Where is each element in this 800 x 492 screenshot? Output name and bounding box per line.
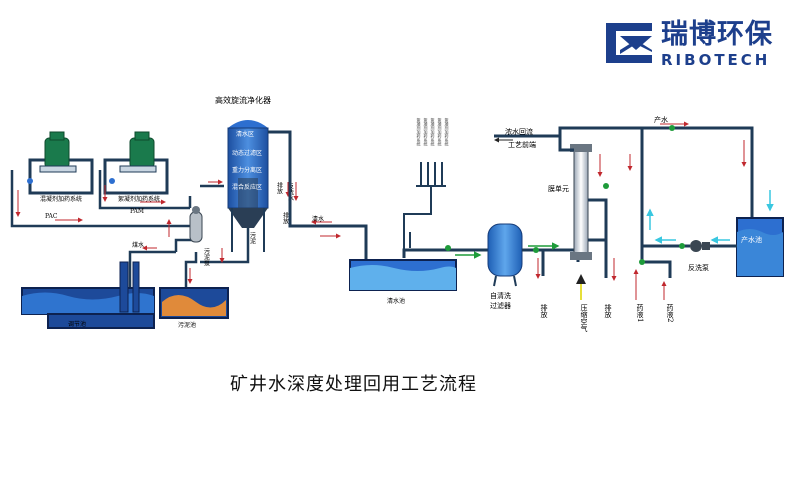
vertical-dosing-pipes	[403, 162, 446, 258]
process-front-label: 工艺前端	[508, 140, 536, 149]
clarifier-outlet-pipe	[268, 130, 368, 260]
svg-text:絮凝剂加药系统: 絮凝剂加药系统	[417, 117, 422, 147]
sludge-tank-label: 污泥池	[178, 321, 196, 329]
vertical-dosing-labels: 絮凝剂加药系统 絮凝剂加药系统 絮凝剂加药系统 絮凝剂加药系统 絮凝剂加药系统	[417, 117, 450, 147]
product-water-pipe	[642, 126, 754, 218]
discharge-label-small: 排放	[276, 181, 283, 195]
gravity-zone-label: 重力分离区	[232, 166, 262, 174]
membrane-discharge-pipe	[588, 198, 608, 278]
backwash-pipe	[640, 150, 737, 278]
mixing-zone-label: 混合反应区	[232, 183, 262, 191]
high-efficiency-clarifier: 清水区 动态过滤区 重力分离区 混合反应区	[227, 120, 269, 252]
equalization-tank: 调节池	[21, 261, 155, 329]
dosing-pipes	[10, 170, 200, 228]
sludge-label: 污泥	[249, 231, 256, 245]
dynamic-zone-label: 动态过滤区	[232, 149, 262, 157]
discharge-label: 排放	[540, 303, 548, 319]
product-tank-label: 产水池	[741, 235, 762, 244]
svg-text:絮凝剂加药系统: 絮凝剂加药系统	[431, 117, 436, 147]
pac-label: PAC	[45, 213, 58, 220]
drain-label-2: 排放	[604, 303, 612, 319]
membrane-unit: 膜单元	[548, 144, 592, 260]
sludge-pump: 污泥泵	[189, 206, 210, 266]
logo-mark	[606, 23, 652, 63]
clean-water-pipe-label: 清水	[312, 215, 324, 223]
pam-label: PAM	[130, 208, 144, 215]
drain-label: 排放	[282, 211, 289, 225]
product-water-tank: 产水池	[736, 217, 784, 277]
svg-text:絮凝剂加药系统: 絮凝剂加药系统	[445, 117, 450, 147]
clean-water-tank-label: 清水池	[387, 297, 405, 305]
chemical-2-label: 药液2	[666, 303, 674, 322]
diagram-title: 矿井水深度处理回用工艺流程	[230, 374, 477, 395]
equalization-tank-label: 调节池	[68, 320, 86, 328]
backwash-pump-label: 反洗泵	[688, 263, 709, 272]
membrane-feed-pipe	[522, 248, 580, 276]
flocculant-dosing-system: 絮凝剂加药系统	[103, 131, 169, 203]
company-logo: 瑞博环保 RIBOTECH	[606, 20, 781, 70]
brand-name-cn: 瑞博环保	[661, 19, 773, 50]
product-water-label: 产水	[654, 115, 668, 124]
brand-name-en: RIBOTECH	[661, 51, 771, 69]
svg-text:絮凝剂加药系统: 絮凝剂加药系统	[424, 117, 429, 147]
concentrate-return-label: 浓水回流	[505, 127, 533, 136]
concentrate-return-pipe	[494, 126, 644, 152]
clean-zone-label: 清水区	[236, 130, 254, 138]
flocculant-system-label: 絮凝剂加药系统	[118, 195, 160, 203]
sludge-pipes	[128, 184, 250, 294]
filter-feed-pipe	[402, 248, 488, 258]
backwash-pump: 反洗泵	[688, 240, 710, 272]
filter-label-1: 自清洗	[490, 291, 511, 300]
coal-water-label: 煤水	[132, 241, 144, 249]
sludge-pump-label: 污泥泵	[203, 247, 210, 266]
svg-text:絮凝剂加药系统: 絮凝剂加药系统	[438, 117, 443, 147]
membrane-unit-label: 膜单元	[548, 184, 569, 193]
coagulant-dosing-system: 混凝剂加药系统	[27, 131, 94, 203]
sludge-tank: 污泥池	[159, 287, 229, 329]
coagulant-system-label: 混凝剂加药系统	[40, 195, 82, 203]
clarifier-label: 高效旋流净化器	[215, 95, 271, 105]
clean-water-tank: 清水池	[349, 259, 457, 305]
self-cleaning-filter: 自清洗 过滤器	[487, 223, 523, 310]
filter-label-2: 过滤器	[490, 301, 511, 310]
chemical-1-label: 药液1	[636, 303, 644, 322]
compressed-air-label: 压缩空气	[580, 304, 588, 332]
